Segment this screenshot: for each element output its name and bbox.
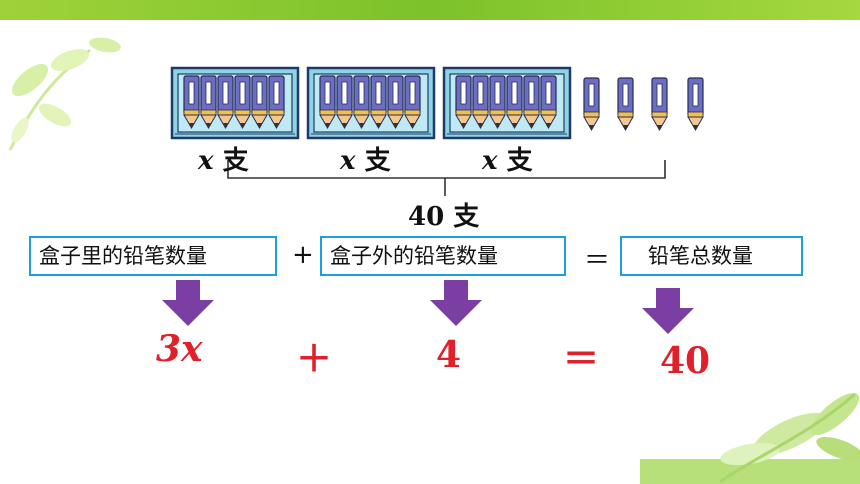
total-brace (227, 160, 666, 196)
loose-pencil-2 (617, 77, 634, 131)
total-pencils-term: 铅笔总数量 (620, 236, 803, 276)
outside-box-pencils-term: 盒子外的铅笔数量 (320, 236, 566, 276)
math-term-4: 4 (436, 334, 462, 376)
total-count-label: 40 支 (408, 202, 480, 232)
word-equals-sign: ＝ (584, 246, 611, 276)
leaf-decoration-bottom-right (640, 392, 860, 484)
pencil-box-2 (308, 68, 434, 138)
math-term-40: 40 (660, 340, 711, 382)
loose-pencil-1 (583, 77, 600, 131)
math-term-3x: 3x (156, 328, 203, 370)
leaf-decoration-top-left (8, 37, 121, 151)
math-equals-sign: ＝ (563, 339, 600, 380)
top-decor-bar (0, 0, 860, 20)
down-arrow-1 (162, 280, 214, 326)
loose-pencil-3 (651, 77, 668, 131)
pencil-box-1 (172, 68, 298, 138)
inside-box-pencils-term: 盒子里的铅笔数量 (29, 236, 277, 276)
down-arrow-3 (642, 288, 694, 334)
loose-pencil-4 (687, 77, 704, 131)
math-plus-sign: ＋ (296, 339, 333, 380)
box1-count-label: x 支 (198, 146, 249, 176)
pencil-box-3 (444, 68, 570, 138)
down-arrow-2 (430, 280, 482, 326)
word-plus-sign: + (292, 240, 314, 270)
box3-count-label: x 支 (482, 146, 533, 176)
box2-count-label: x 支 (340, 146, 391, 176)
